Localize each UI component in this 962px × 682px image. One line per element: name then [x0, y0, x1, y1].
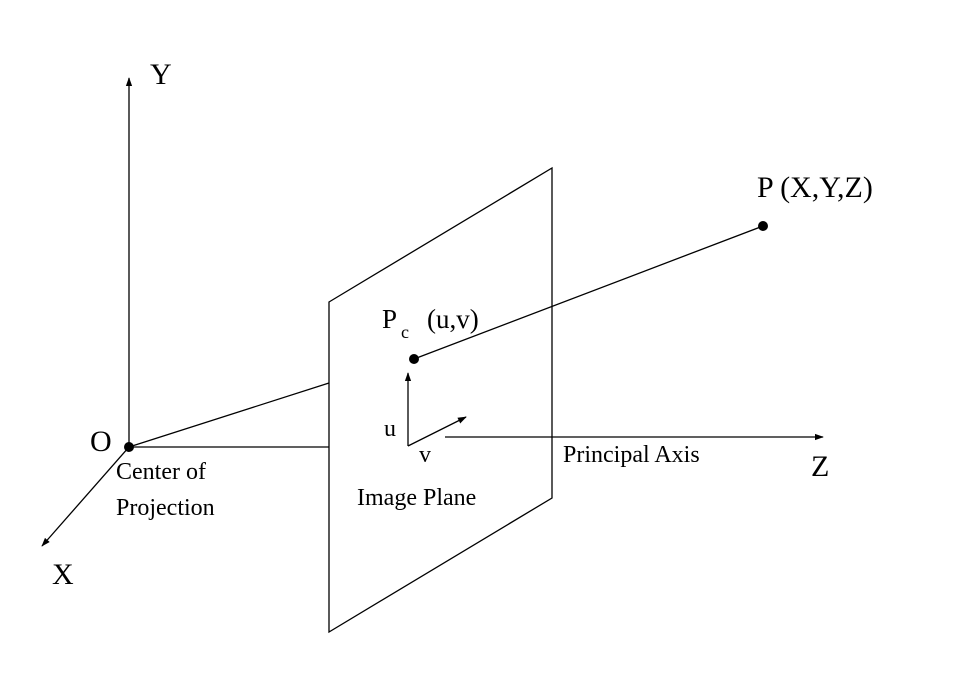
x-axis-line [41, 446, 130, 547]
x-axis-label: X [52, 558, 74, 591]
point-p [758, 221, 768, 231]
point-pc-label-subscript: c [401, 322, 409, 342]
center-of-projection-label-line2: Projection [116, 495, 215, 521]
point-pc-coords-label: (u,v) [427, 304, 479, 334]
v-axis-line [407, 416, 467, 447]
principal-axis-label: Principal Axis [563, 442, 700, 468]
image-plane-shape [328, 166, 553, 634]
center-of-projection-label-line1: Center of [116, 459, 206, 485]
point-p-label: P (X,Y,Z) [757, 171, 873, 204]
image-plane-label: Image Plane [357, 485, 476, 511]
ray-pc-to-p [413, 225, 764, 360]
point-pc [409, 354, 419, 364]
ray-origin-to-plane [128, 382, 330, 448]
y-axis-label: Y [150, 58, 172, 91]
v-axis-label: v [419, 442, 431, 468]
z-axis-label: Z [811, 450, 829, 483]
origin-point [124, 442, 134, 452]
u-axis-label: u [384, 416, 396, 442]
point-pc-label-main: P [382, 304, 397, 334]
origin-label: O [90, 425, 112, 458]
